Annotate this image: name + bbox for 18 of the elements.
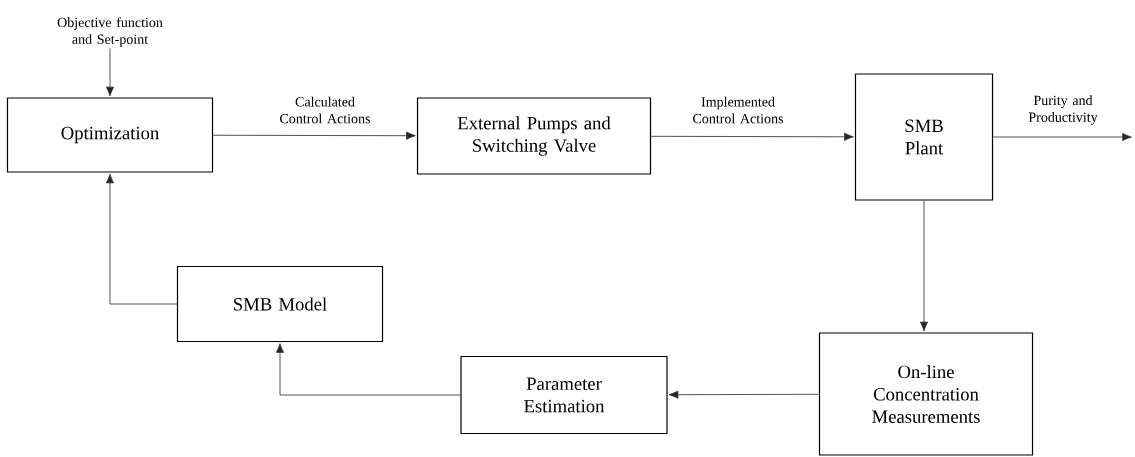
edge-label: Calculated Control Actions bbox=[280, 96, 370, 124]
arrow bbox=[650, 132, 854, 141]
process-box: On-line Concentration Measurements bbox=[818, 332, 1034, 456]
arrow bbox=[920, 200, 928, 332]
process-box: SMB Plant bbox=[854, 73, 994, 201]
process-box: Optimization bbox=[6, 97, 214, 173]
input-text: Objective function and Set-point bbox=[57, 17, 163, 47]
process-box: External Pumps and Switching Valve bbox=[416, 97, 652, 175]
arrow bbox=[276, 343, 461, 396]
arrow bbox=[106, 173, 178, 305]
process-box: SMB Model bbox=[176, 265, 384, 343]
process-box: Parameter Estimation bbox=[460, 355, 668, 435]
arrow bbox=[992, 133, 1132, 141]
edge-label: Implemented Control Actions bbox=[693, 96, 783, 124]
edge-label: Purity and Productivity bbox=[1028, 95, 1098, 125]
arrow bbox=[668, 390, 820, 399]
arrow bbox=[212, 131, 416, 140]
arrow bbox=[106, 48, 114, 97]
